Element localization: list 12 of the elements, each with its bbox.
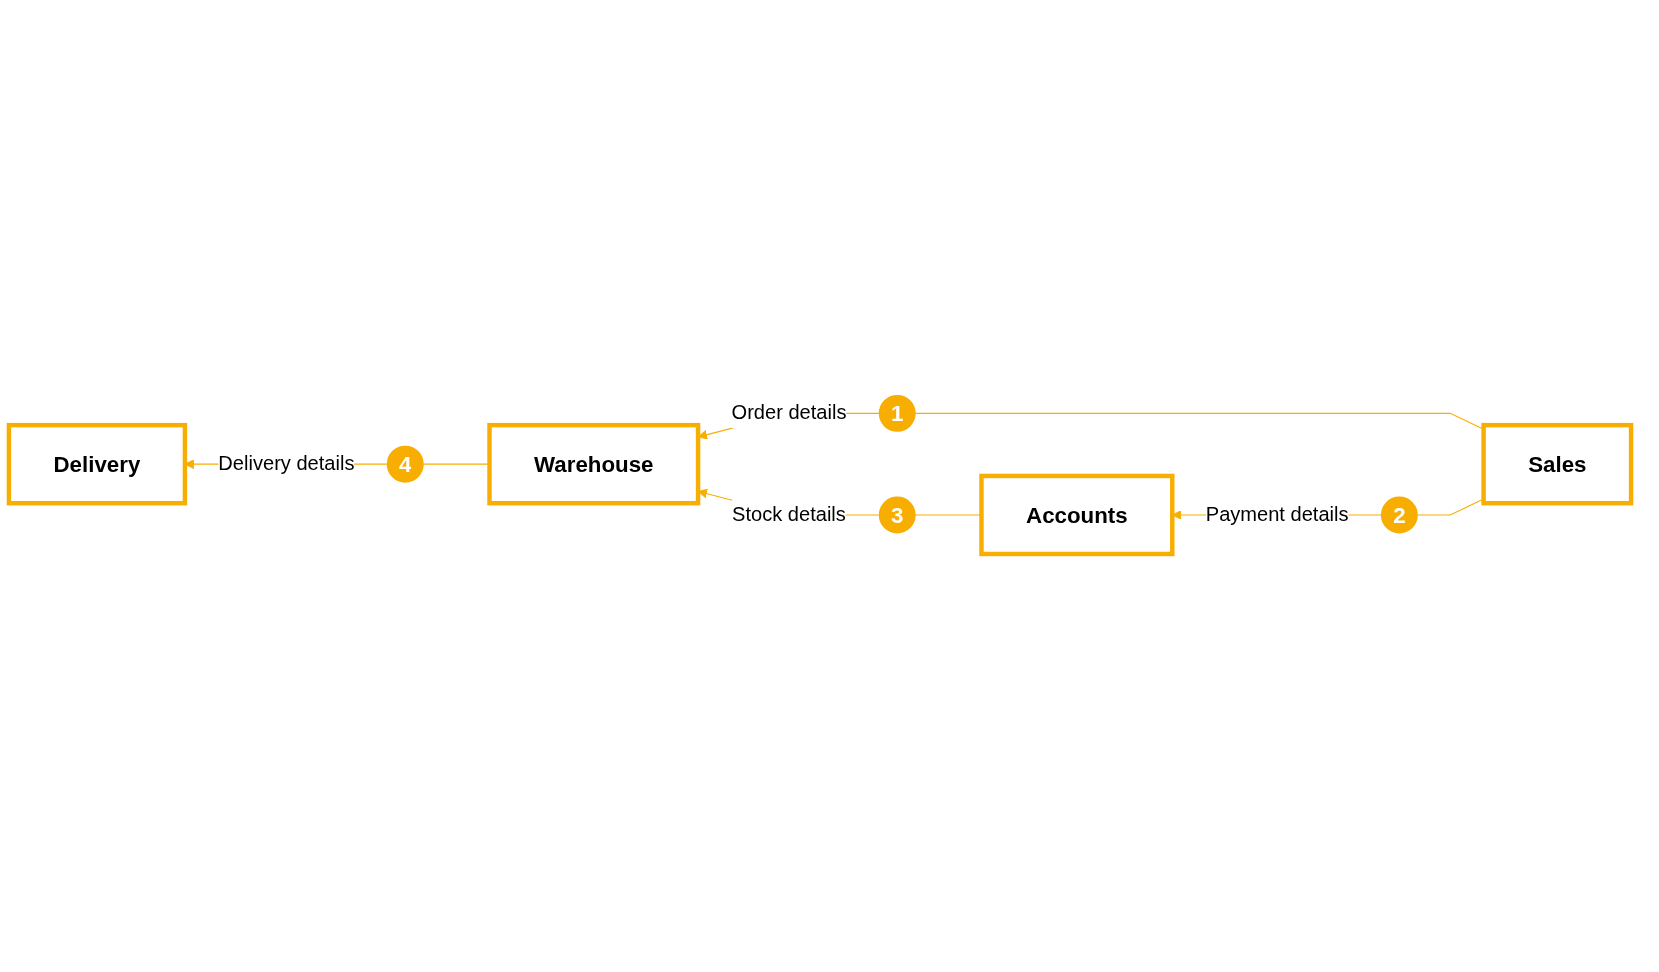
edge-label: Order details — [731, 401, 847, 424]
node-box: Warehouse — [487, 422, 701, 506]
node-circle: 3 — [878, 496, 916, 534]
node-box: Accounts — [979, 473, 1175, 557]
edge-label: Stock details — [732, 503, 846, 526]
edge-label: Payment details — [1205, 503, 1349, 526]
edge-label: Delivery details — [218, 452, 355, 475]
node-box: Sales — [1481, 422, 1634, 506]
node-box: Delivery — [6, 422, 188, 506]
node-circle: 1 — [878, 394, 916, 432]
node-circle: 2 — [1380, 496, 1418, 534]
node-circle: 4 — [386, 445, 424, 483]
